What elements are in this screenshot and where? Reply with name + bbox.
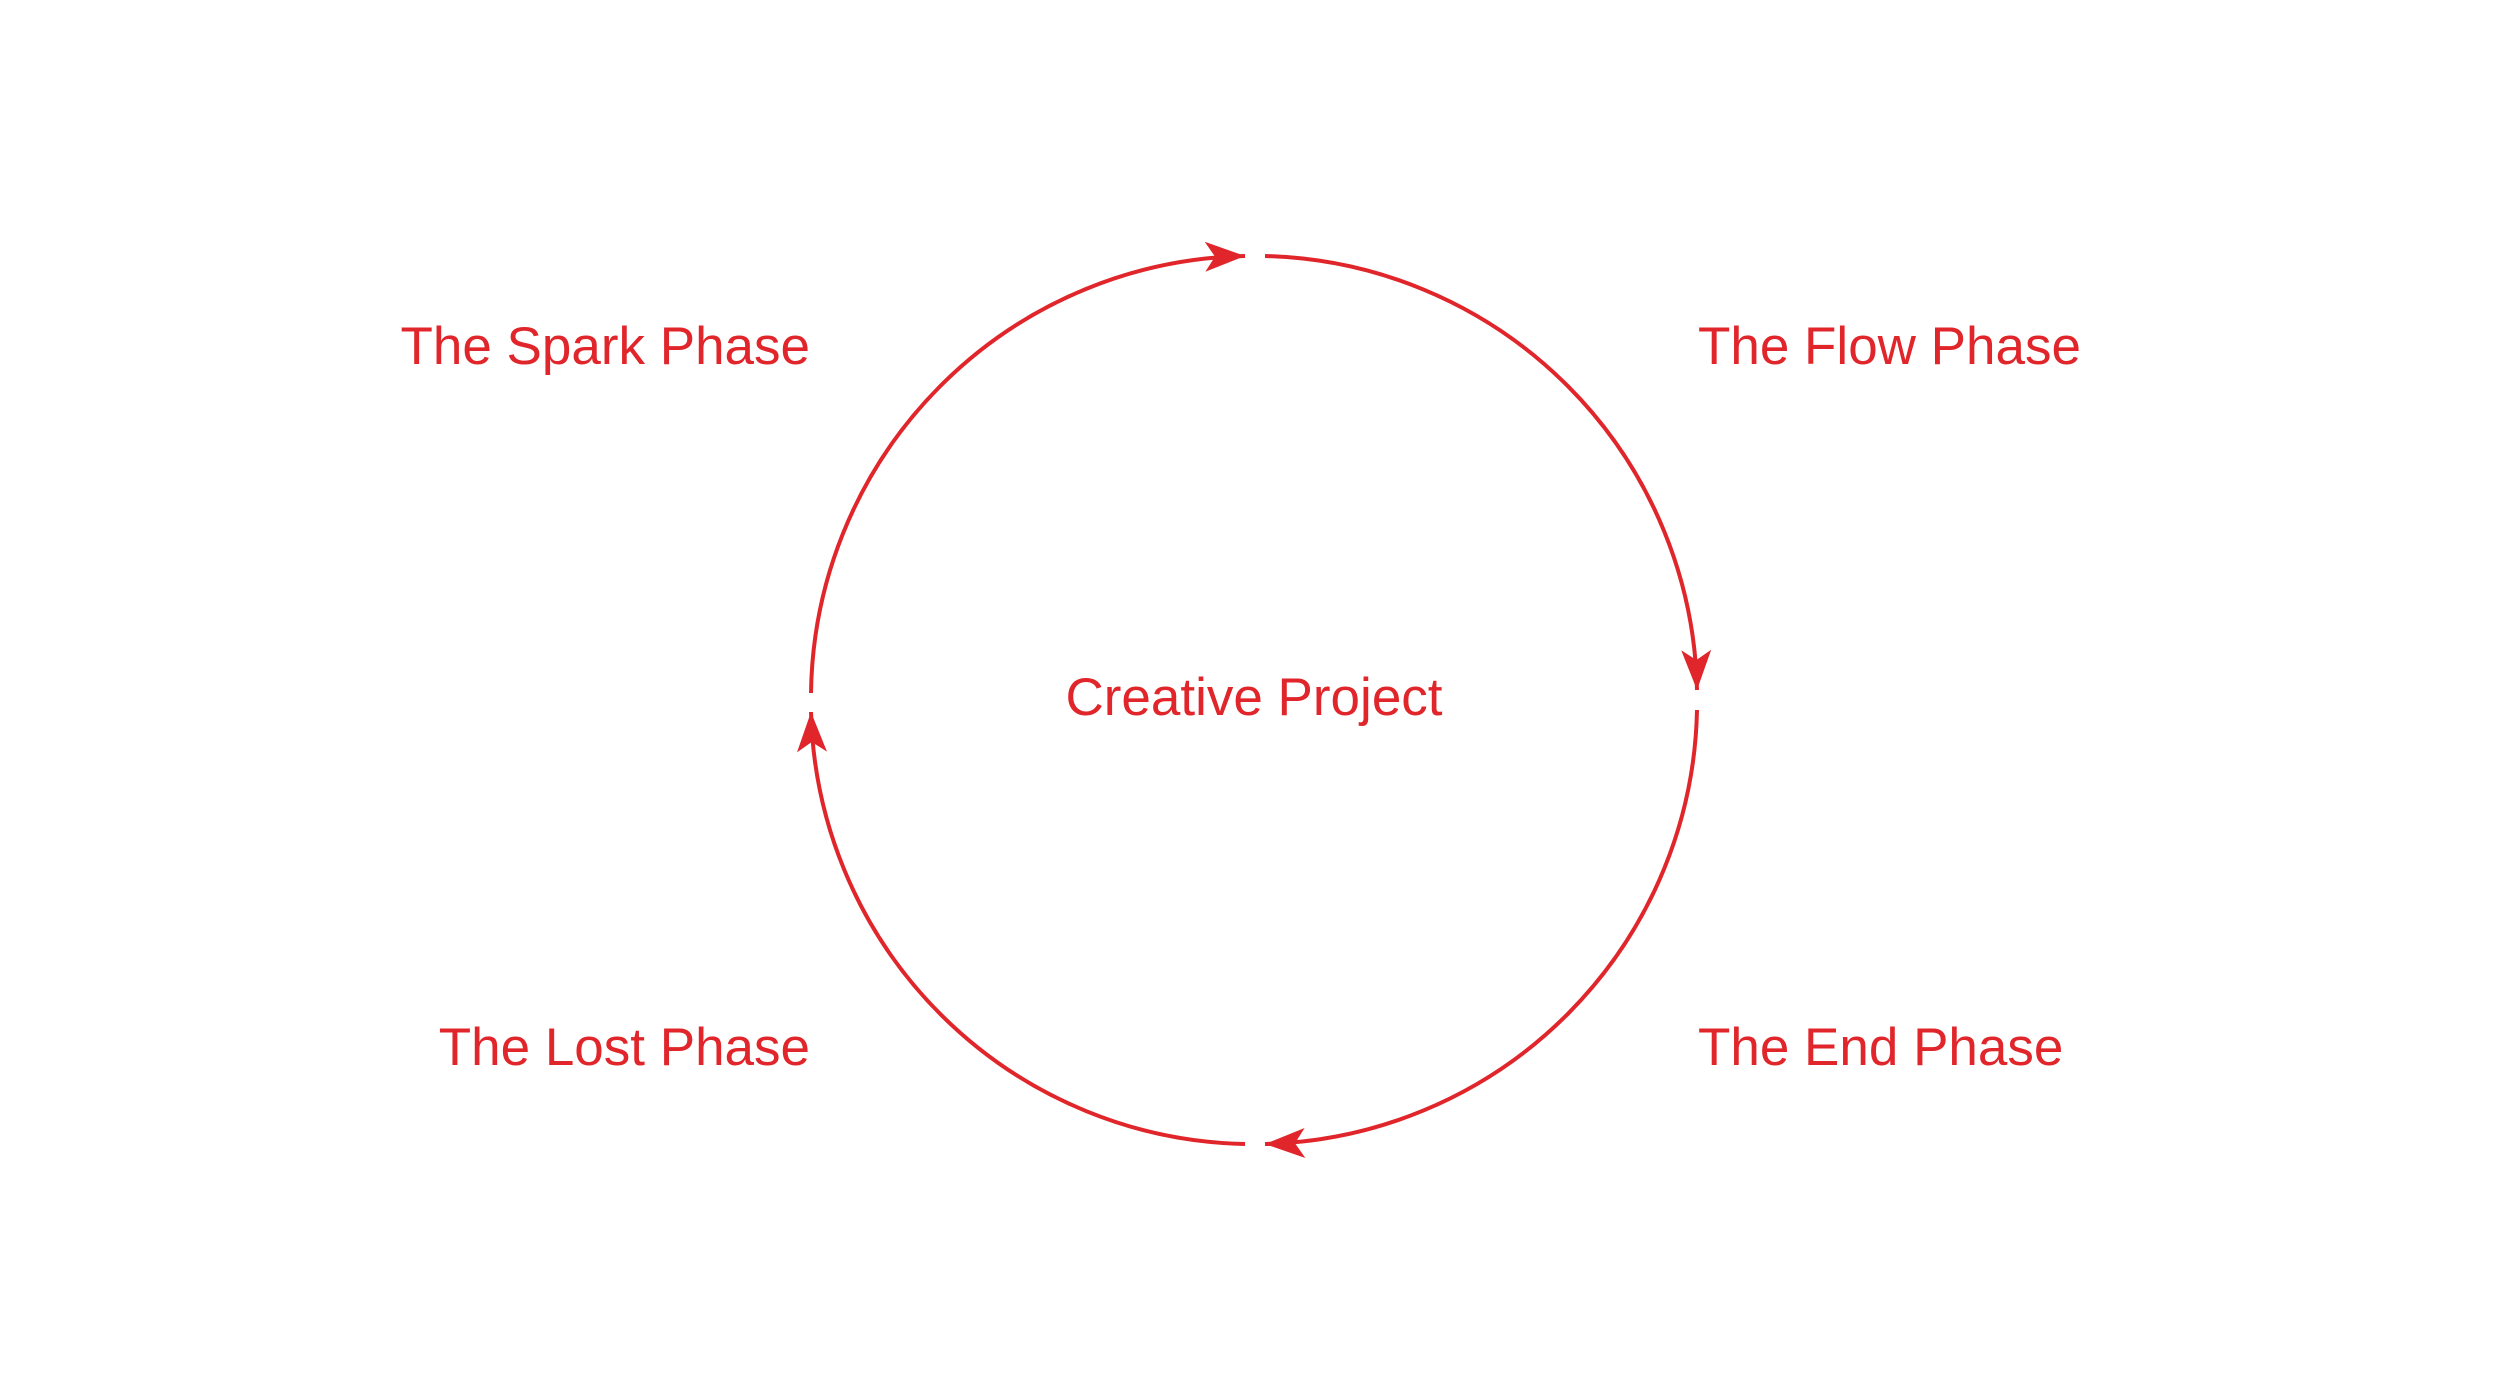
arc-spark-to-flow xyxy=(809,241,1246,694)
phase-label-end: The End Phase xyxy=(1698,1018,2063,1077)
arc-lost-to-spark xyxy=(797,711,1246,1146)
arc-flow-to-end xyxy=(1264,254,1712,691)
phase-label-lost: The Lost Phase xyxy=(439,1018,810,1077)
phase-label-flow: The Flow Phase xyxy=(1698,317,2081,376)
center-label: Creative Project xyxy=(1065,668,1442,727)
cycle-ring xyxy=(797,241,1712,1158)
phase-label-spark: The Spark Phase xyxy=(400,317,810,376)
arc-end-to-lost xyxy=(1264,709,1699,1158)
